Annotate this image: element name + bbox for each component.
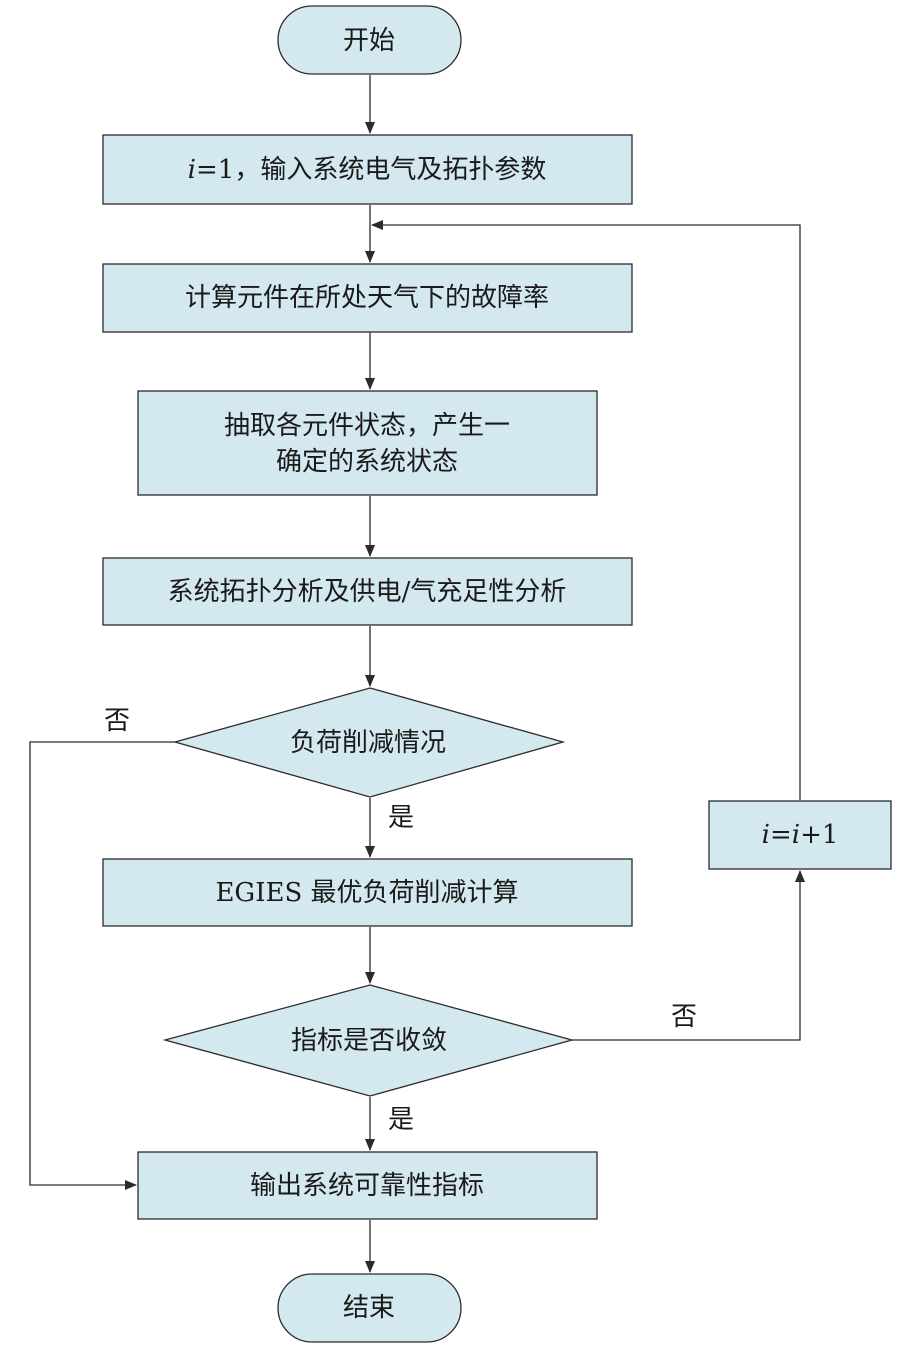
analysis-process: 系统拓扑分析及供电/气充足性分析 [102,557,633,626]
calc-process: 计算元件在所处天气下的故障率 [102,263,633,333]
convergence-decision: 指标是否收敛 [162,984,575,1097]
increment-label: i=i+1 [762,820,839,850]
end-label: 结束 [343,1293,395,1323]
output-process: 输出系统可靠性指标 [137,1151,598,1220]
sample-label-line1: 抽取各元件状态，产生一 [224,411,510,441]
init-process: i=1，输入系统电气及拓扑参数 [102,134,633,205]
convergence-decision-label: 指标是否收敛 [291,1026,447,1056]
load-shedding-decision: 负荷削减情况 [172,687,566,798]
convergence-no-label: 否 [671,1002,697,1032]
sample-process: 抽取各元件状态，产生一 确定的系统状态 [137,390,598,496]
optimal-label: EGIES 最优负荷削减计算 [215,878,518,908]
end-terminal: 结束 [277,1273,462,1343]
optimal-process: EGIES 最优负荷削减计算 [102,858,633,927]
load-yes-label: 是 [388,803,414,833]
start-terminal: 开始 [277,5,462,75]
calc-label: 计算元件在所处天气下的故障率 [185,283,549,313]
init-label: i=1，输入系统电气及拓扑参数 [188,155,547,185]
load-shedding-decision-label: 负荷削减情况 [290,728,446,758]
load-no-label: 否 [104,706,130,736]
analysis-label: 系统拓扑分析及供电/气充足性分析 [168,577,567,607]
edge-increment-loop-back [371,220,801,800]
increment-process: i=i+1 [708,800,892,870]
convergence-yes-label: 是 [388,1105,414,1135]
sample-label-line2: 确定的系统状态 [276,447,458,477]
edge-convergence-no-to-increment [572,870,805,1041]
output-label: 输出系统可靠性指标 [250,1171,484,1201]
edge-decision-no-to-output [29,741,175,1190]
start-label: 开始 [343,26,395,56]
